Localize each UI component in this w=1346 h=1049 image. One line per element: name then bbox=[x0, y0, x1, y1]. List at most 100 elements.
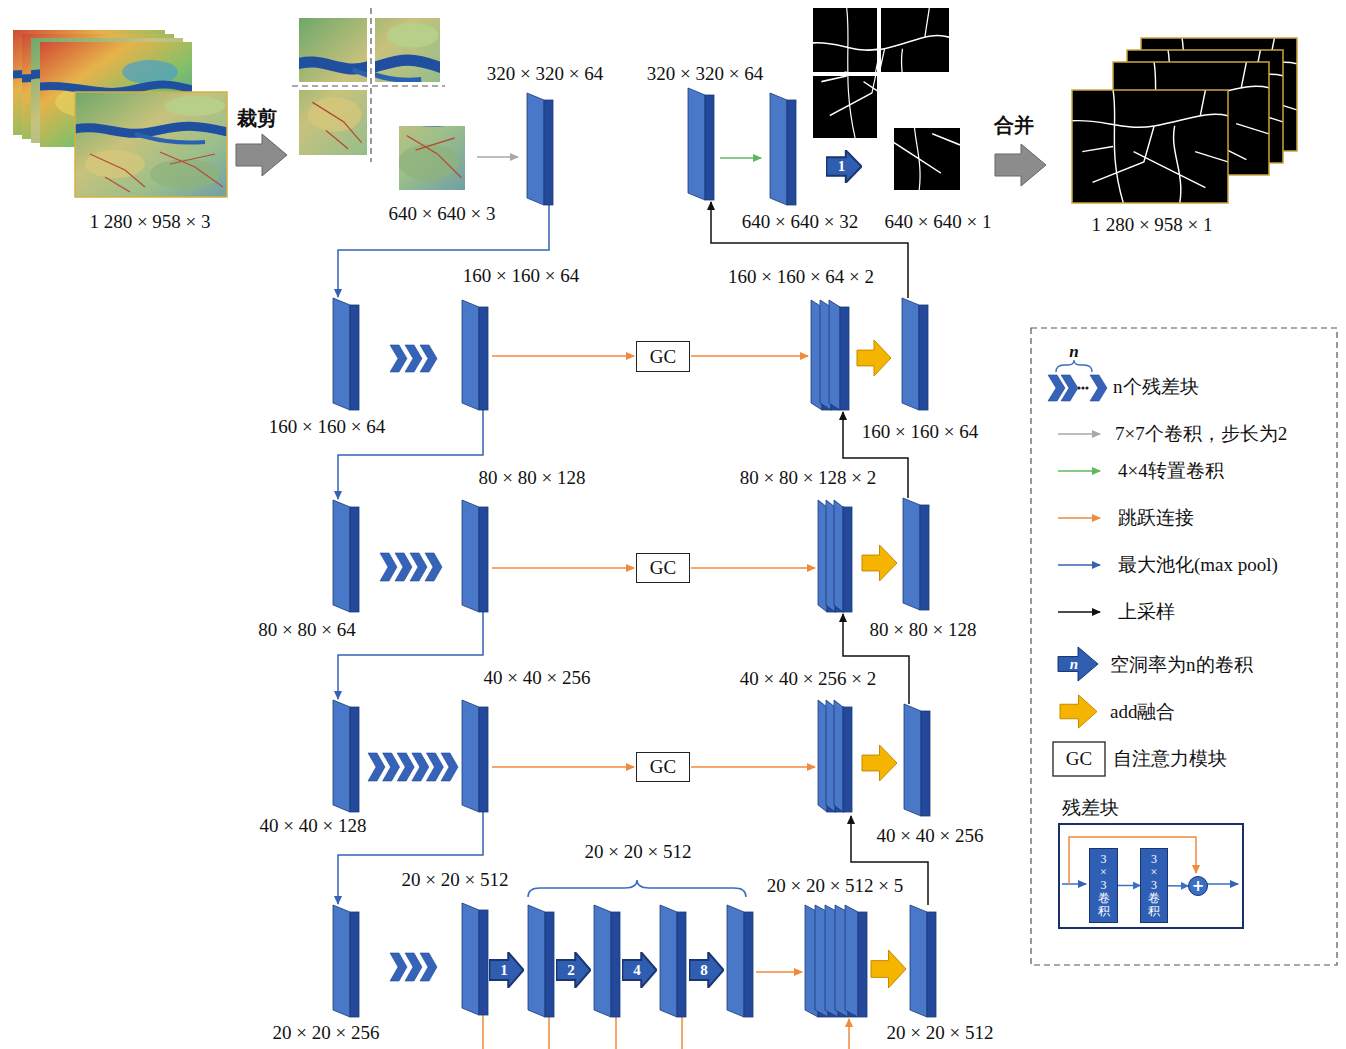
decor-rect bbox=[843, 707, 852, 812]
residual-output bbox=[1207, 883, 1238, 885]
legend-gc-box bbox=[1053, 742, 1105, 776]
attention-box: GC bbox=[636, 752, 690, 782]
residual-chevron bbox=[383, 753, 400, 781]
feature-map bbox=[462, 903, 488, 1015]
skip-line bbox=[848, 1019, 850, 1049]
add-arrow bbox=[857, 340, 891, 376]
skip-line bbox=[492, 766, 634, 768]
feature-map bbox=[825, 905, 847, 1017]
feature-map bbox=[333, 700, 359, 812]
decor-polygon bbox=[333, 500, 350, 612]
add-arrow bbox=[862, 545, 897, 581]
residual-chevron bbox=[390, 953, 407, 981]
legend-text: 跳跃连接 bbox=[1118, 505, 1194, 531]
dilated-conv-arrow: 1 bbox=[826, 150, 862, 183]
pool-line bbox=[338, 612, 483, 699]
dimension-label: 1 280 × 958 × 3 bbox=[89, 211, 210, 233]
dimension-label: 160 × 160 × 64 bbox=[463, 265, 579, 287]
feature-map bbox=[835, 905, 857, 1017]
feature-map bbox=[333, 500, 359, 612]
decor-use bbox=[70, 92, 235, 197]
dimension-label: 80 × 80 × 128 bbox=[870, 619, 977, 641]
arrow-shape-fill bbox=[622, 952, 656, 987]
dimension-label: 320 × 320 × 64 bbox=[487, 63, 603, 85]
feature-map bbox=[805, 905, 827, 1017]
arrow-shape-fill bbox=[689, 952, 723, 987]
symbol-label: n bbox=[1070, 656, 1078, 673]
legend-line bbox=[1058, 470, 1100, 472]
legend-add-arrow bbox=[1060, 695, 1097, 728]
image-border bbox=[1072, 90, 1228, 203]
crop-line bbox=[292, 85, 445, 86]
legend-dot bbox=[1081, 386, 1084, 389]
add-arrow bbox=[862, 745, 897, 781]
dimension-label: 1 280 × 958 × 1 bbox=[1091, 214, 1212, 236]
dimension-label: 80 × 80 × 128 bbox=[479, 467, 586, 489]
dimension-label: 20 × 20 × 256 bbox=[273, 1022, 380, 1044]
legend-line bbox=[1058, 611, 1100, 613]
dimension-label: 640 × 640 × 1 bbox=[885, 211, 992, 233]
residual-chevron bbox=[425, 553, 442, 581]
decor-polygon bbox=[727, 905, 744, 1017]
skip-line bbox=[492, 567, 634, 569]
residual-chevron bbox=[395, 553, 412, 581]
decor-rect bbox=[843, 507, 852, 612]
attention-box: GC bbox=[636, 553, 690, 583]
decor-polygon bbox=[333, 700, 350, 812]
node-text: 8 bbox=[700, 962, 713, 979]
decor-rect bbox=[544, 100, 553, 205]
residual-chevron bbox=[441, 753, 458, 781]
residual-chevron bbox=[390, 345, 407, 372]
feature-map bbox=[845, 905, 867, 1017]
decor-polygon bbox=[333, 905, 350, 1017]
legend-text: n个残差块 bbox=[1113, 374, 1199, 400]
dimension-label: GC bbox=[1066, 748, 1092, 770]
feature-map bbox=[818, 500, 836, 612]
decor-polygon bbox=[910, 905, 927, 1017]
image-border bbox=[75, 92, 227, 197]
feature-map bbox=[727, 905, 753, 1017]
node-text: 残差块 bbox=[1062, 795, 1119, 821]
skip-line bbox=[615, 1017, 617, 1049]
legend-text: 上采样 bbox=[1118, 599, 1175, 625]
legend-text: 最大池化(max pool) bbox=[1118, 552, 1278, 578]
node-text: 2 bbox=[567, 962, 580, 979]
decor-rect bbox=[479, 307, 488, 410]
dimension-label: 20 × 20 × 512 × 5 bbox=[767, 875, 904, 897]
dimension-label: 640 × 640 × 3 bbox=[389, 203, 496, 225]
residual-chevron bbox=[380, 553, 397, 581]
dimension-label: 640 × 640 × 32 bbox=[742, 211, 858, 233]
legend-text: 自注意力模块 bbox=[1113, 746, 1227, 772]
dimension-label: 40 × 40 × 256 bbox=[877, 825, 984, 847]
node-text: GC bbox=[650, 756, 676, 778]
decor-rect bbox=[840, 307, 849, 410]
feature-map bbox=[770, 93, 796, 205]
residual-chevron bbox=[420, 345, 437, 372]
brace bbox=[528, 880, 746, 897]
dilated-conv-arrow: 2 bbox=[556, 952, 591, 988]
decor-polygon bbox=[829, 300, 840, 410]
decor-polygon bbox=[462, 500, 479, 612]
feature-map bbox=[462, 700, 488, 812]
decor-rect bbox=[479, 910, 488, 1015]
feature-map bbox=[688, 88, 714, 200]
skip-line bbox=[482, 1015, 484, 1049]
legend-text: 7×7个卷积，步长为2 bbox=[1115, 421, 1287, 447]
skip-line bbox=[681, 1017, 683, 1049]
residual-chevron bbox=[397, 753, 414, 781]
skip-line bbox=[548, 1017, 550, 1049]
attention-box: GC bbox=[636, 341, 690, 372]
feature-map bbox=[910, 905, 936, 1017]
step-label: 合并 bbox=[994, 112, 1034, 139]
dimension-label: 20 × 20 × 512 bbox=[585, 841, 692, 863]
node-text: 3×3卷积 bbox=[1098, 853, 1110, 919]
merge-arrow bbox=[995, 144, 1046, 186]
feature-map bbox=[811, 300, 831, 410]
legend-line bbox=[1058, 517, 1100, 519]
arrow-shape-fill bbox=[826, 150, 861, 182]
feature-map bbox=[904, 704, 930, 816]
legend-text: 4×4转置卷积 bbox=[1118, 458, 1224, 484]
node-text: 1 bbox=[838, 158, 851, 175]
skip-line bbox=[756, 971, 802, 973]
